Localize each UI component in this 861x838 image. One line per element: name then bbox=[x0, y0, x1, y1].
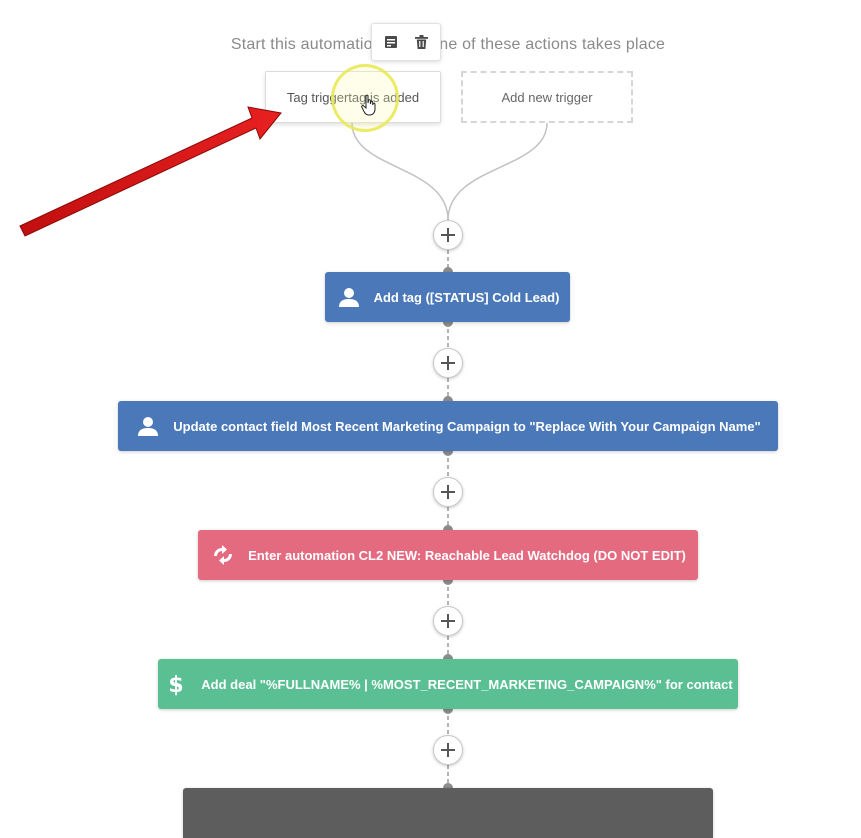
action-enter-automation[interactable]: Enter automation CL2 NEW: Reachable Lead… bbox=[198, 530, 698, 580]
add-new-trigger-button[interactable]: Add new trigger bbox=[461, 71, 633, 123]
action-label: Add tag ([STATUS] Cold Lead) bbox=[373, 289, 560, 305]
action-next-step[interactable] bbox=[183, 788, 713, 838]
add-step-button[interactable] bbox=[433, 477, 463, 507]
action-label: Enter automation CL2 NEW: Reachable Lead… bbox=[248, 547, 686, 563]
action-add-tag[interactable]: Add tag ([STATUS] Cold Lead) bbox=[325, 272, 570, 322]
edit-icon bbox=[385, 36, 397, 48]
delete-trigger-button[interactable] bbox=[410, 31, 432, 53]
user-icon bbox=[336, 284, 362, 310]
connector-trigger-2 bbox=[447, 122, 548, 221]
trigger-header-text: Start this automation when one of these … bbox=[230, 36, 666, 53]
edit-trigger-button[interactable] bbox=[380, 31, 402, 53]
user-icon bbox=[135, 413, 161, 439]
connector-dot bbox=[443, 317, 453, 327]
connector-dot bbox=[443, 704, 453, 714]
trigger-tag-added[interactable]: Tag triggertag is added bbox=[265, 71, 441, 123]
action-label: Update contact field Most Recent Marketi… bbox=[173, 418, 761, 434]
action-label: Add deal "%FULLNAME% | %MOST_RECENT_MARK… bbox=[201, 676, 733, 692]
action-add-deal[interactable]: $ Add deal "%FULLNAME% | %MOST_RECENT_MA… bbox=[158, 659, 738, 709]
plus-icon bbox=[441, 614, 455, 628]
add-trigger-label: Add new trigger bbox=[501, 89, 593, 105]
trash-icon bbox=[414, 35, 428, 49]
trigger-toolbar bbox=[371, 23, 441, 61]
action-update-contact-field[interactable]: Update contact field Most Recent Marketi… bbox=[118, 401, 778, 451]
add-step-button[interactable] bbox=[433, 606, 463, 636]
plus-icon bbox=[441, 228, 455, 242]
connector-dot bbox=[443, 575, 453, 585]
dollar-icon: $ bbox=[163, 671, 189, 697]
add-step-button[interactable] bbox=[433, 220, 463, 250]
add-step-button[interactable] bbox=[433, 348, 463, 378]
flow-connectors bbox=[351, 122, 548, 790]
plus-icon bbox=[441, 743, 455, 757]
sync-arrows-icon bbox=[210, 542, 236, 568]
connector-dot bbox=[443, 446, 453, 456]
trigger-label: Tag triggertag is added bbox=[286, 89, 420, 105]
plus-icon bbox=[441, 356, 455, 370]
connector-trigger-1 bbox=[351, 122, 449, 221]
svg-text:$: $ bbox=[169, 673, 184, 696]
plus-icon bbox=[441, 485, 455, 499]
add-step-button[interactable] bbox=[433, 735, 463, 765]
